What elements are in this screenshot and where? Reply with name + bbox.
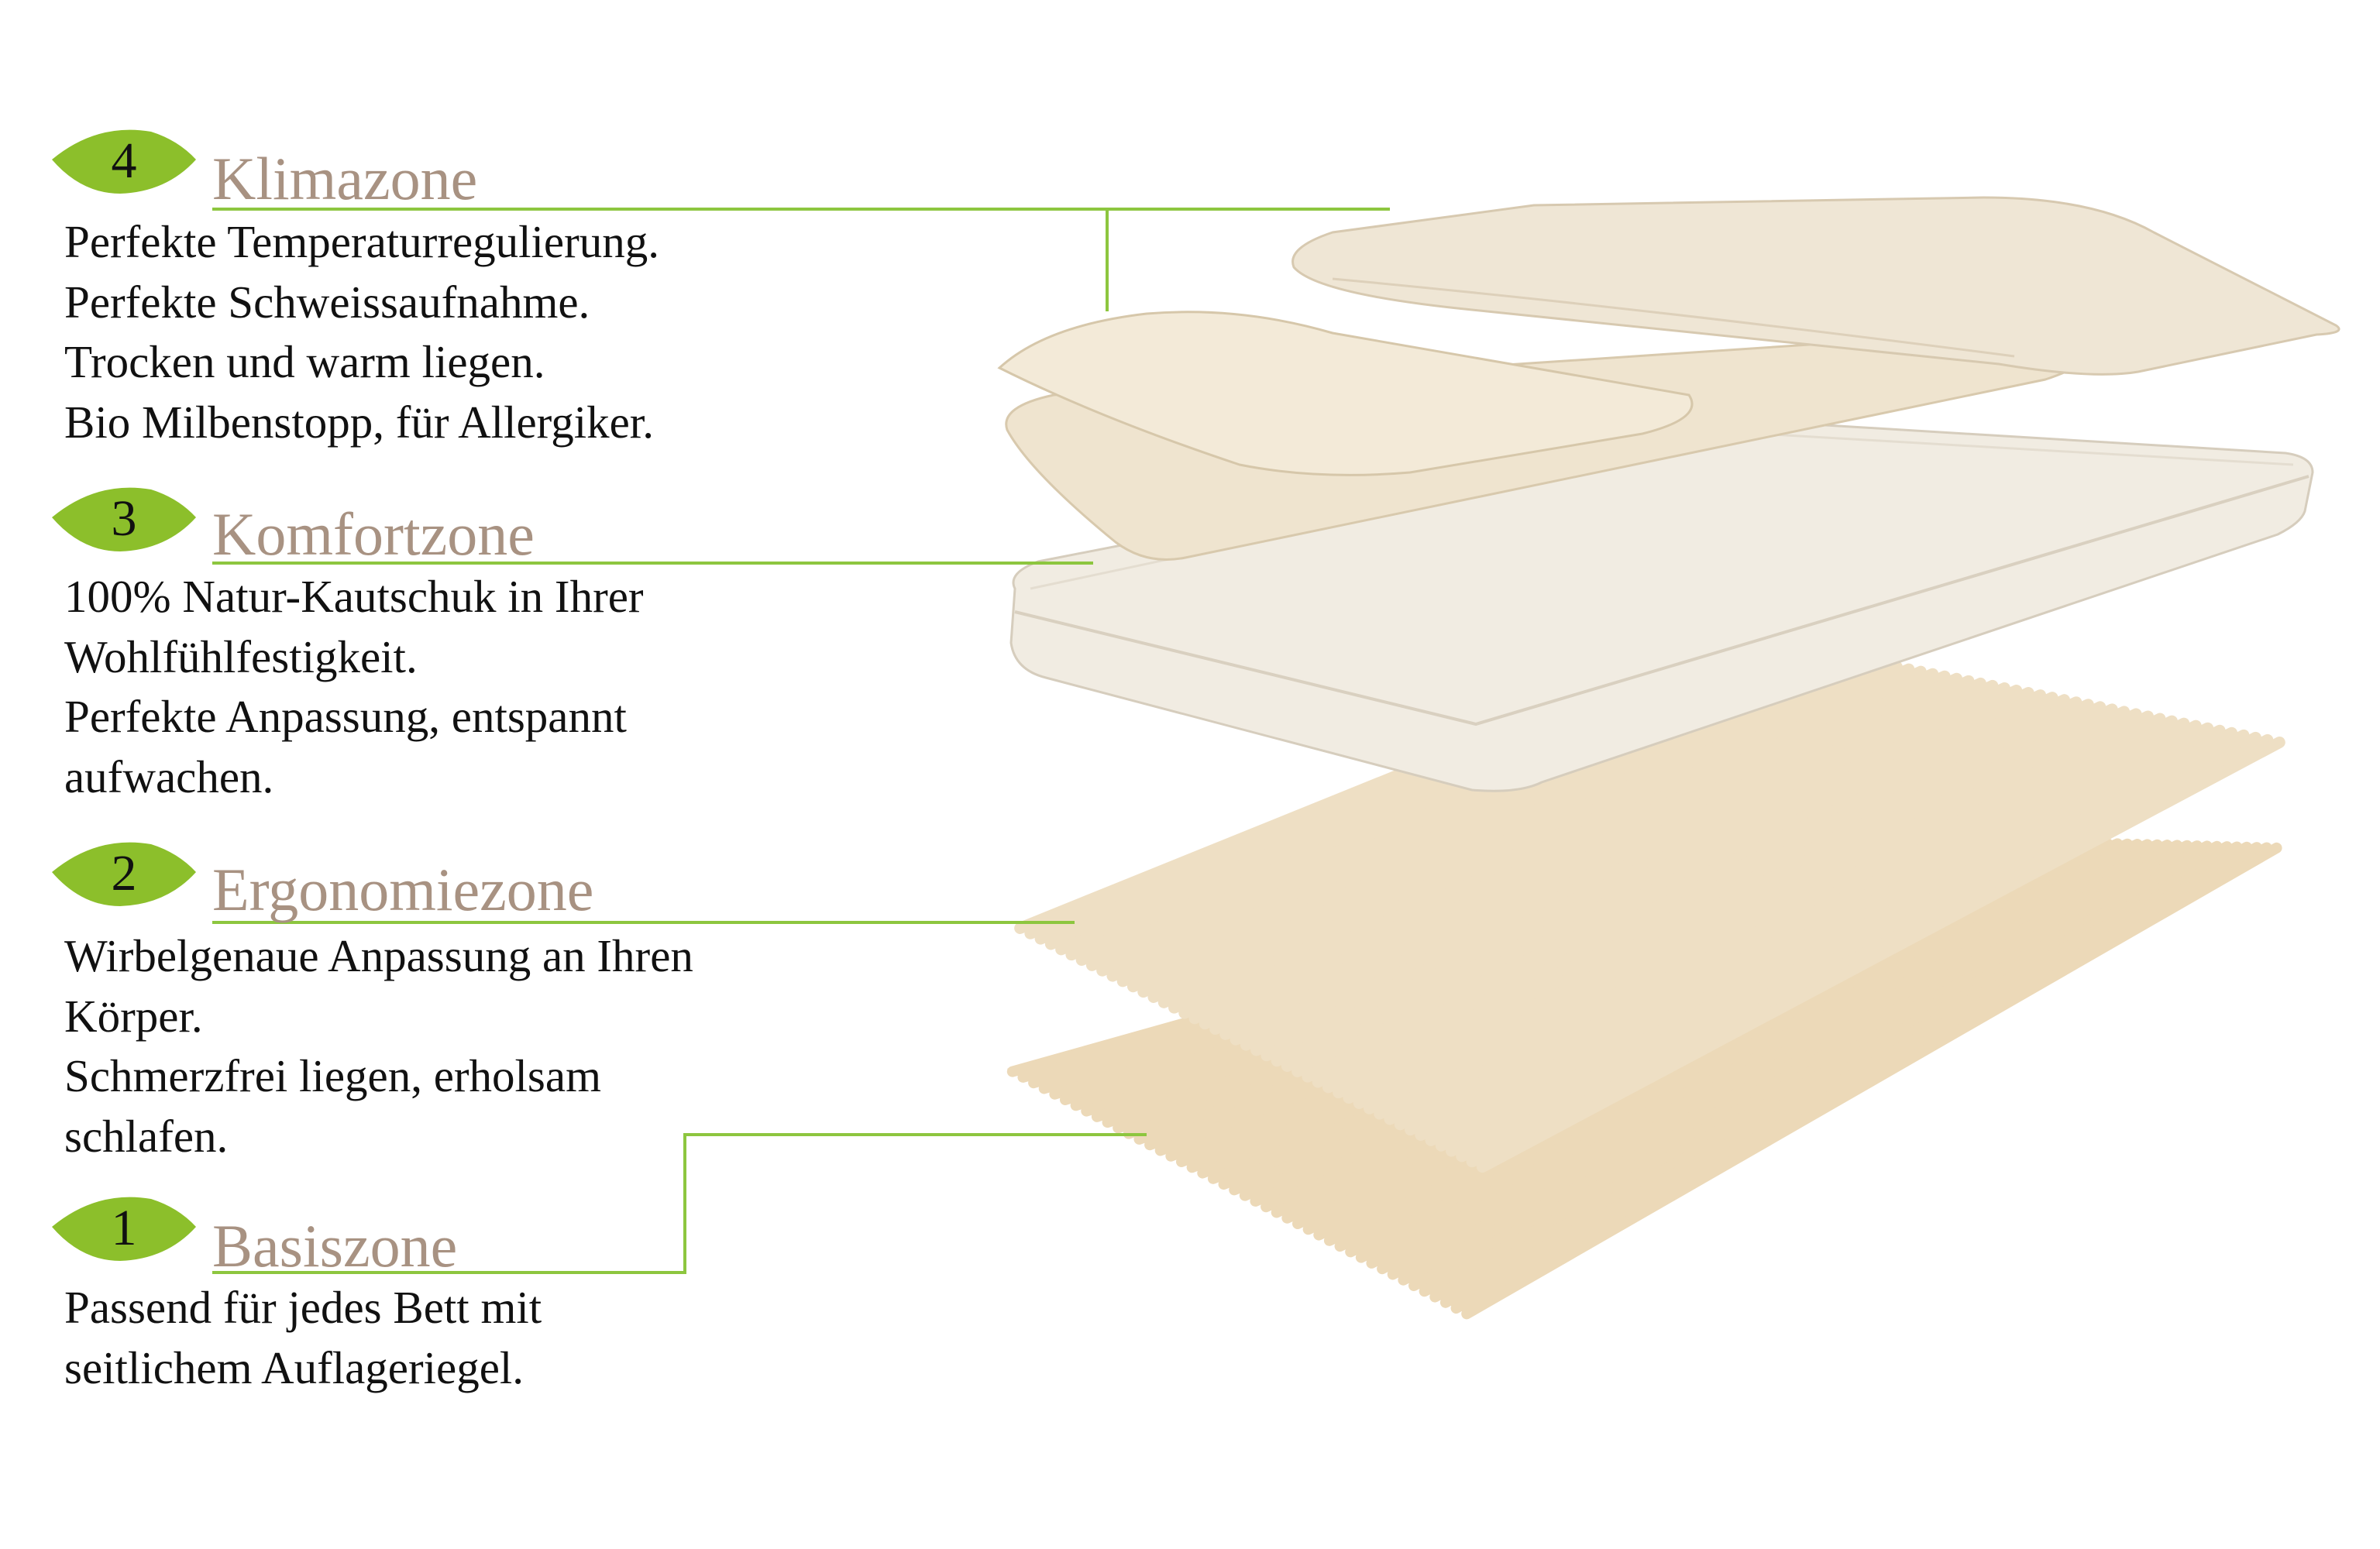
komfortzone-connector-line <box>212 562 1093 565</box>
slat <box>1408 841 2233 1291</box>
slat <box>1355 840 2183 1263</box>
slat <box>1147 661 1903 1003</box>
zone-number: 3 <box>111 490 137 547</box>
slat <box>1188 670 1951 1025</box>
description-line: 100% Natur-Kautschuk in Ihrer <box>64 571 644 622</box>
slat <box>1384 715 2178 1125</box>
slat <box>1250 685 2023 1056</box>
klimazone-connector-drop <box>1106 208 1109 311</box>
description-line: seitlichem Auflageriegel. <box>64 1341 524 1393</box>
slat <box>1435 726 2238 1152</box>
zone-1-leaf-badge: 1 <box>50 1196 198 1262</box>
slat <box>1415 722 2214 1141</box>
slat <box>1271 689 2047 1067</box>
description-line: Perfekte Anpassung, entspannt <box>64 691 627 742</box>
slat <box>1461 842 2282 1320</box>
slat <box>1323 839 2153 1246</box>
slat <box>1398 840 2223 1286</box>
slat <box>1302 696 2082 1083</box>
description-line: Wirbelgenaue Anpassung an Ihren <box>64 930 693 981</box>
slat <box>1353 708 2142 1109</box>
zone-2-description: Wirbelgenaue Anpassung an Ihren Körper. … <box>64 926 693 1166</box>
slat <box>1377 840 2203 1275</box>
slat <box>1429 841 2253 1303</box>
zone-title-ergonomiezone: Ergonomiezone <box>212 856 594 923</box>
zone-3-leaf-badge: 3 <box>50 486 198 553</box>
description-line: Perfekte Temperaturregulierung. <box>64 216 660 267</box>
description-line: Passend für jedes Bett mit <box>64 1282 542 1333</box>
slat <box>1387 840 2213 1280</box>
slat <box>1157 663 1915 1008</box>
slat <box>1466 733 2274 1168</box>
slat <box>1476 736 2285 1173</box>
slat <box>1261 687 2034 1062</box>
description-line: schlafen. <box>64 1110 229 1162</box>
description-line: aufwachen. <box>64 750 274 802</box>
duvet <box>1291 196 2340 376</box>
slat <box>1127 656 1879 993</box>
zone-1-description: Passend für jedes Bett mit seitlichem Au… <box>64 1278 542 1398</box>
slat <box>1456 731 2261 1163</box>
slat <box>1240 682 2010 1051</box>
zone-2-leaf-badge: 2 <box>50 841 198 908</box>
slat <box>1281 692 2058 1072</box>
slat <box>1374 713 2166 1120</box>
slat <box>1209 675 1975 1036</box>
slat <box>1291 694 2070 1077</box>
zone-4-description: Perfekte Temperaturregulierung. Perfekte… <box>64 212 659 452</box>
slat <box>1366 840 2193 1269</box>
slat <box>1333 703 2118 1099</box>
slat <box>1405 720 2202 1136</box>
slat <box>1199 672 1963 1030</box>
slat <box>1343 706 2131 1104</box>
zone-title-komfortzone: Komfortzone <box>212 500 535 568</box>
leaf-icon <box>52 1197 196 1261</box>
leaf-icon <box>52 487 196 551</box>
klimazone-connector-line <box>212 208 1390 211</box>
zone-3-description: 100% Natur-Kautschuk in Ihrer Wohlfühlfe… <box>64 567 644 807</box>
ergonomiezone-connector-line <box>212 921 1075 924</box>
slat <box>1230 679 1999 1046</box>
leaf-icon <box>52 842 196 906</box>
slat <box>1419 841 2243 1297</box>
zone-title-klimazone: Klimazone <box>212 145 478 212</box>
slat <box>1364 710 2154 1115</box>
description-line: Perfekte Schweissaufnahme. <box>64 276 590 328</box>
description-line: Körper. <box>64 990 203 1042</box>
zone-number: 2 <box>111 845 137 902</box>
slat <box>1439 842 2262 1308</box>
slat <box>1137 658 1891 998</box>
zone-number: 1 <box>111 1200 137 1256</box>
description-line: Bio Milbenstopp, für Allergiker. <box>64 396 654 448</box>
leaf-icon <box>52 129 196 194</box>
basiszone-connector-riser <box>683 1133 686 1274</box>
slat <box>1446 729 2250 1157</box>
slat <box>1334 839 2163 1252</box>
zone-4-leaf-badge: 4 <box>50 129 198 195</box>
basiszone-connector-top <box>683 1133 1147 1136</box>
description-line: Schmerzfrei liegen, erholsam <box>64 1050 601 1101</box>
basiszone-connector-line <box>212 1271 686 1274</box>
slat <box>1322 701 2107 1094</box>
slat <box>1394 717 2190 1131</box>
slat <box>1178 668 1939 1019</box>
slat <box>1168 665 1927 1014</box>
description-line: Trocken und warm liegen. <box>64 336 545 387</box>
slat <box>1312 699 2094 1088</box>
zone-title-basiszone: Basiszone <box>212 1212 458 1279</box>
description-line: Wohlfühlfestigkeit. <box>64 630 418 682</box>
slat <box>1425 724 2226 1146</box>
slat <box>1450 842 2272 1314</box>
slat <box>1219 677 1986 1040</box>
zone-number: 4 <box>111 132 137 189</box>
slat <box>1345 840 2173 1258</box>
